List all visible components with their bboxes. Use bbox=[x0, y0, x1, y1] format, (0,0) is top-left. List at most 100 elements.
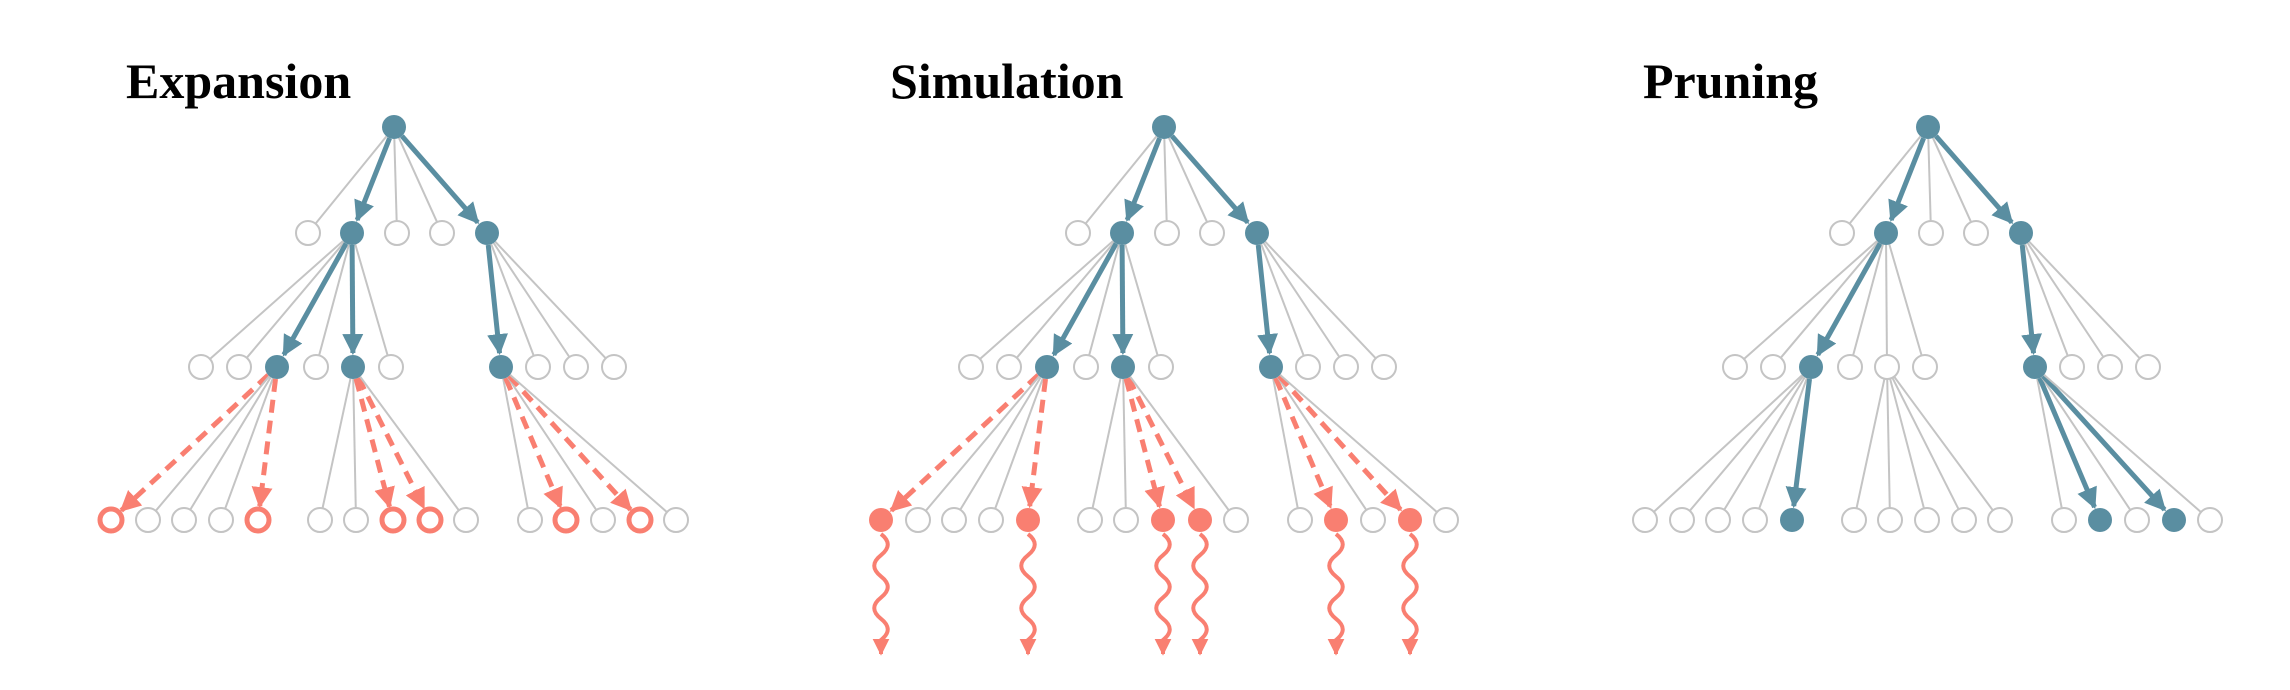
expansion-edge-arrow bbox=[503, 377, 563, 510]
unvisited-node bbox=[2059, 354, 2085, 380]
unvisited-node bbox=[663, 507, 689, 533]
tree-edge bbox=[352, 378, 357, 509]
selected-node bbox=[1245, 221, 1269, 245]
selected-node bbox=[2162, 508, 2186, 532]
simulated-node bbox=[1016, 508, 1040, 532]
unvisited-node bbox=[1065, 220, 1091, 246]
tree-edge bbox=[2040, 376, 2132, 511]
tree-edge bbox=[1848, 135, 1922, 225]
selected-node bbox=[1259, 355, 1283, 379]
unvisited-node bbox=[1632, 507, 1658, 533]
tree-edge bbox=[1279, 374, 1438, 513]
unvisited-node bbox=[996, 354, 1022, 380]
tree-edge bbox=[994, 377, 1044, 510]
unvisited-node bbox=[2197, 507, 2223, 533]
expansion-edge-arrow bbox=[119, 373, 270, 513]
edges bbox=[119, 134, 668, 513]
tree-edge bbox=[1927, 138, 1932, 222]
pruning-tree-diagram bbox=[1632, 115, 2223, 533]
unvisited-node bbox=[1877, 507, 1903, 533]
selected-edge-arrow bbox=[2037, 377, 2097, 510]
tree-edge bbox=[979, 240, 1114, 360]
tree-edge bbox=[354, 244, 389, 356]
simulated-node bbox=[1151, 508, 1175, 532]
tree-edge bbox=[1088, 244, 1120, 356]
tree-edge bbox=[393, 138, 398, 222]
rollout-squiggle-arrow bbox=[1191, 532, 1209, 656]
tree-edge bbox=[2036, 378, 2063, 509]
unvisited-node bbox=[1669, 507, 1695, 533]
tree-edge bbox=[1653, 374, 1803, 513]
tree-edge bbox=[492, 242, 571, 358]
rollout-squiggle-arrow bbox=[1154, 532, 1172, 656]
tree-edge bbox=[2026, 242, 2105, 358]
selected-node bbox=[382, 115, 406, 139]
selected-node bbox=[1111, 355, 1135, 379]
unvisited-node bbox=[1874, 354, 1900, 380]
expansion-edge-arrow bbox=[251, 378, 279, 509]
expansion-edge-arrow bbox=[1126, 376, 1196, 510]
tree-edge bbox=[494, 241, 607, 359]
unvisited-node bbox=[941, 507, 967, 533]
tree-edge bbox=[1091, 378, 1122, 509]
selected-node bbox=[2023, 355, 2047, 379]
unvisited-node bbox=[1295, 354, 1321, 380]
expansion-edge-arrow bbox=[507, 374, 633, 512]
unvisited-node bbox=[1841, 507, 1867, 533]
expansion-tree-diagram bbox=[97, 115, 689, 534]
expanded-node bbox=[416, 506, 444, 534]
tree-edge bbox=[398, 137, 438, 223]
expansion-edge-arrow bbox=[1277, 374, 1403, 512]
tree-edge bbox=[1272, 378, 1299, 509]
selected-node bbox=[1916, 115, 1940, 139]
tree-edge bbox=[1129, 376, 1230, 511]
edges bbox=[872, 134, 1438, 656]
edges bbox=[1653, 134, 2202, 513]
expansion-edge-arrow bbox=[1123, 377, 1165, 509]
tree-edge bbox=[1723, 376, 1806, 511]
unvisited-node bbox=[1760, 354, 1786, 380]
selected-edge-arrow bbox=[1255, 244, 1279, 356]
panel-title: Expansion bbox=[126, 53, 352, 109]
tree-edge bbox=[1889, 378, 1925, 509]
tree-edge bbox=[2024, 243, 2069, 357]
unvisited-node bbox=[2051, 507, 2077, 533]
selected-node bbox=[265, 355, 289, 379]
expanded-node bbox=[552, 506, 580, 534]
tree-edge bbox=[154, 375, 271, 512]
tree-edge bbox=[209, 240, 344, 360]
unvisited-node bbox=[2135, 354, 2161, 380]
expansion-edge-arrow bbox=[889, 373, 1040, 513]
tree-edge bbox=[1015, 241, 1116, 359]
unvisited-node bbox=[1371, 354, 1397, 380]
tree-edge bbox=[1264, 241, 1377, 359]
tree-edge bbox=[509, 374, 668, 513]
selected-edge-arrow bbox=[1112, 244, 1134, 356]
selected-node bbox=[1152, 115, 1176, 139]
selected-node bbox=[341, 355, 365, 379]
selected-edge-arrow bbox=[2041, 374, 2167, 512]
tree-edge bbox=[1932, 137, 1972, 223]
unvisited-node bbox=[307, 507, 333, 533]
unvisited-node bbox=[1148, 354, 1174, 380]
tree-edge bbox=[321, 378, 352, 509]
tree-edge bbox=[1893, 376, 1994, 511]
unvisited-node bbox=[1918, 220, 1944, 246]
unvisited-node bbox=[188, 354, 214, 380]
tree-edge bbox=[245, 241, 346, 359]
tree-edge bbox=[314, 135, 388, 225]
unvisited-node bbox=[1951, 507, 1977, 533]
rollout-squiggle-arrow bbox=[1401, 532, 1419, 656]
unvisited-node bbox=[958, 354, 984, 380]
tree-edge bbox=[1260, 243, 1305, 357]
expansion-edge-arrow bbox=[356, 376, 426, 510]
tree-edge bbox=[224, 377, 274, 510]
simulation-tree-diagram bbox=[869, 115, 1459, 656]
unvisited-node bbox=[517, 507, 543, 533]
unvisited-node bbox=[1837, 354, 1863, 380]
selected-edge-arrow bbox=[281, 242, 349, 357]
selected-node bbox=[475, 221, 499, 245]
unvisited-node bbox=[1963, 220, 1989, 246]
expanded-node bbox=[244, 506, 272, 534]
unvisited-node bbox=[1199, 220, 1225, 246]
